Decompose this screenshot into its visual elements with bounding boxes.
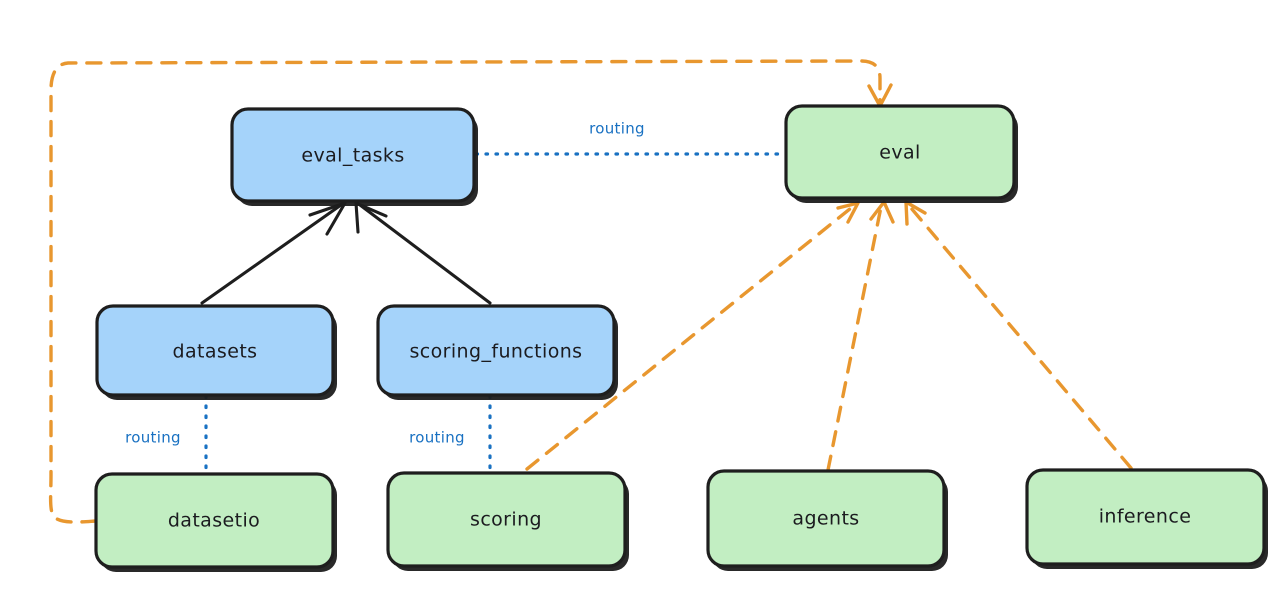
edge-label-routing-eval-tasks-eval: routing: [589, 120, 645, 138]
edge-agents-eval: [826, 200, 895, 472]
node-label-scoring: scoring: [470, 509, 542, 531]
node-label-datasetio: datasetio: [168, 510, 260, 532]
node-label-agents: agents: [792, 508, 859, 530]
node-datasets[interactable]: datasets: [95, 304, 337, 400]
edge-label-routing-scoring-functions-scoring: routing: [409, 429, 465, 447]
edge-scoring-functions-eval-tasks: [354, 201, 492, 305]
node-scoring-functions[interactable]: scoring_functions: [376, 304, 618, 400]
node-label-datasets: datasets: [173, 341, 258, 363]
edge-datasets-eval-tasks: [200, 201, 347, 305]
node-datasetio[interactable]: datasetio: [94, 472, 337, 572]
node-label-inference: inference: [1099, 506, 1192, 528]
node-scoring[interactable]: scoring: [386, 471, 629, 571]
node-eval-tasks[interactable]: eval_tasks: [230, 107, 478, 206]
node-label-scoring-functions: scoring_functions: [410, 341, 583, 363]
edge-label-routing-datasets-datasetio: routing: [125, 429, 181, 447]
node-eval[interactable]: eval: [784, 104, 1018, 203]
node-inference[interactable]: inference: [1025, 468, 1268, 569]
node-agents[interactable]: agents: [706, 469, 948, 571]
edge-inference-eval: [904, 200, 1133, 470]
node-label-eval: eval: [879, 142, 920, 164]
node-label-eval-tasks: eval_tasks: [301, 145, 404, 167]
